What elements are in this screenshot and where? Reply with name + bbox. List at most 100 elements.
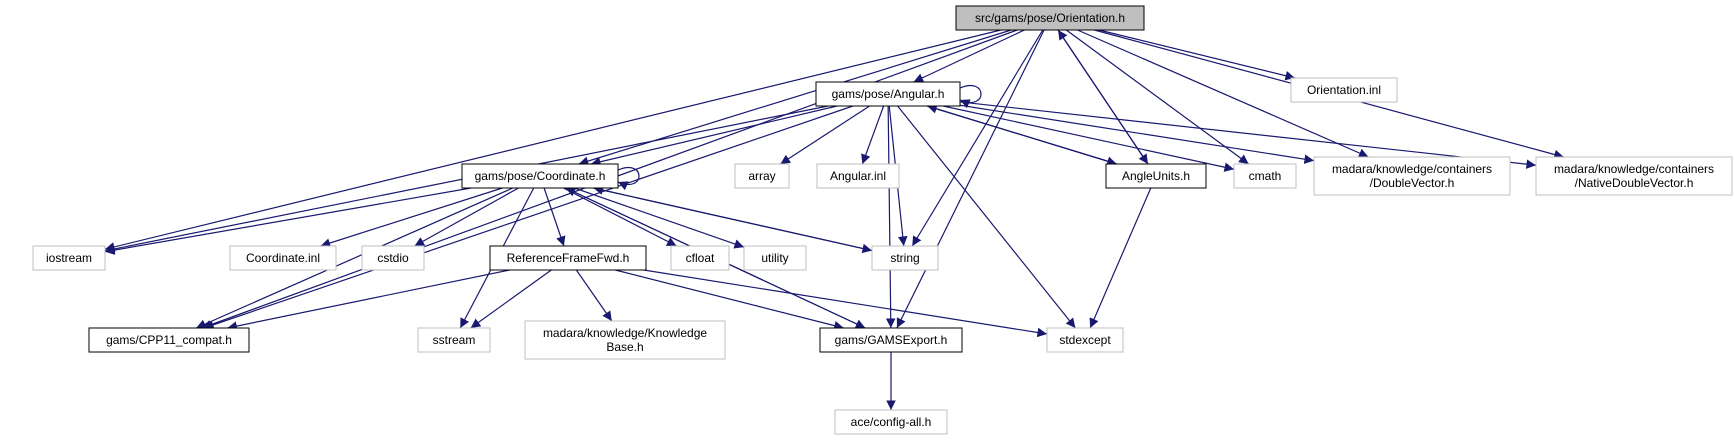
node-label: madara/knowledge/Knowledge (543, 326, 707, 340)
node-box (524, 320, 726, 360)
edge-angular-h-to-gamsexport-h (885, 105, 896, 329)
edge-coordinate-h-to-cpp11-compat-h (195, 187, 514, 329)
node-orientation-h[interactable]: src/gams/pose/Orientation.h (955, 5, 1145, 31)
node-box (229, 245, 337, 271)
node-label: src/gams/pose/Orientation.h (975, 11, 1125, 25)
node-label: Base.h (606, 340, 643, 354)
node-box (819, 327, 963, 353)
node-label: AngleUnits.h (1122, 169, 1190, 183)
edge-referenceframefwd-h-to-knowledgebase-h (575, 269, 613, 322)
node-box (743, 245, 807, 271)
edge-orientation-h-to-cmath (1065, 29, 1250, 165)
node-cfloat: cfloat (670, 245, 730, 271)
node-label: array (748, 169, 775, 183)
node-label: cfloat (686, 251, 715, 265)
node-label: gams/pose/Coordinate.h (475, 169, 606, 183)
edge-angular-h-to-angular-h (959, 85, 982, 109)
node-box (816, 163, 900, 189)
node-angular-inl: Angular.inl (816, 163, 900, 189)
edge-angular-h-to-array (780, 105, 870, 165)
node-angleunits-h[interactable]: AngleUnits.h (1105, 163, 1207, 189)
node-box (88, 327, 250, 353)
edge-orientation-h-to-angular-h (913, 29, 1025, 83)
node-array: array (734, 163, 790, 189)
node-box (1105, 163, 1207, 189)
edge-coordinate-h-to-referenceframefwd-h (543, 187, 566, 247)
node-label: madara/knowledge/containers (1554, 162, 1714, 176)
edge-orientation-h-to-string (911, 29, 1044, 247)
node-label: /NativeDoubleVector.h (1575, 176, 1694, 190)
node-label: sstream (433, 333, 476, 347)
node-cpp11-compat-h[interactable]: gams/CPP11_compat.h (88, 327, 250, 353)
node-label: iostream (46, 251, 92, 265)
node-cmath: cmath (1233, 163, 1297, 189)
node-angular-h[interactable]: gams/pose/Angular.h (815, 81, 961, 107)
node-label: utility (761, 251, 788, 265)
node-label: gams/CPP11_compat.h (106, 333, 232, 347)
edge-referenceframefwd-h-to-sstream (470, 269, 552, 329)
edge-coordinate-h-to-utility (574, 187, 745, 249)
node-orientation-inl: Orientation.inl (1290, 77, 1398, 103)
edge-angular-h-to-doublevector-h (959, 104, 1315, 164)
node-box (1535, 156, 1733, 196)
node-iostream: iostream (32, 245, 106, 271)
node-label: gams/GAMSExport.h (835, 333, 948, 347)
edge-coordinate-h-to-coordinate-inl (320, 187, 503, 248)
node-doublevector-h: madara/knowledge/containers/DoubleVector… (1313, 156, 1511, 196)
nodes-layer: src/gams/pose/Orientation.hOrientation.i… (32, 5, 1733, 435)
node-label: string (890, 251, 919, 265)
node-box (1046, 327, 1124, 353)
node-gamsexport-h[interactable]: gams/GAMSExport.h (819, 327, 963, 353)
edge-coordinate-h-to-cfloat (563, 187, 677, 247)
edge-orientation-h-to-iostream (104, 29, 1002, 252)
node-label: gams/pose/Angular.h (832, 87, 945, 101)
edge-referenceframefwd-h-to-cpp11-compat-h (227, 269, 510, 331)
node-box (1313, 156, 1511, 196)
node-utility: utility (743, 245, 807, 271)
edge-angular-h-to-cmath (943, 105, 1235, 172)
node-label: stdexcept (1059, 333, 1111, 347)
node-label: ace/config-all.h (851, 415, 932, 429)
node-stdexcept: stdexcept (1046, 327, 1124, 353)
node-coordinate-inl: Coordinate.inl (229, 245, 337, 271)
node-config-all-h: ace/config-all.h (834, 409, 948, 435)
node-referenceframefwd-h[interactable]: ReferenceFrameFwd.h (489, 245, 647, 271)
node-box (461, 163, 619, 189)
node-box (417, 327, 491, 353)
node-label: Angular.inl (830, 169, 886, 183)
node-box (361, 245, 425, 271)
node-string: string (871, 245, 939, 271)
node-box (955, 5, 1145, 31)
node-label: Orientation.inl (1307, 83, 1381, 97)
node-box (1233, 163, 1297, 189)
node-label: cstdio (377, 251, 409, 265)
edge-angular-h-to-coordinate-h (590, 105, 838, 167)
node-box (670, 245, 730, 271)
edge-angleunits-h-to-orientation-h (1057, 29, 1149, 165)
node-cstdio: cstdio (361, 245, 425, 271)
node-box (871, 245, 939, 271)
edge-coordinate-h-to-iostream (104, 187, 472, 255)
edge-orientation-h-to-doublevector-h (1077, 29, 1369, 158)
node-box (834, 409, 948, 435)
edge-referenceframefwd-h-to-stdexcept (643, 269, 1048, 338)
node-sstream: sstream (417, 327, 491, 353)
node-label: /DoubleVector.h (1370, 176, 1455, 190)
edge-coordinate-h-to-cstdio (414, 187, 519, 247)
node-box (815, 81, 961, 107)
node-box (1290, 77, 1398, 103)
edge-angular-h-to-angular-inl (861, 105, 885, 165)
edge-string-to-coordinate-h (593, 185, 873, 252)
edge-orientation-h-to-orientation-inl (1098, 29, 1296, 81)
edge-angular-h-to-cpp11-compat-h (203, 105, 854, 330)
node-coordinate-h[interactable]: gams/pose/Coordinate.h (461, 163, 619, 189)
node-label: cmath (1249, 169, 1282, 183)
edge-angleunits-h-to-stdexcept (1089, 187, 1152, 329)
node-label: Coordinate.inl (246, 251, 320, 265)
node-box (489, 245, 647, 271)
node-nativedoublevector-h: madara/knowledge/containers/NativeDouble… (1535, 156, 1733, 196)
node-label: madara/knowledge/containers (1332, 162, 1492, 176)
edge-angleunits-h-to-angular-h (927, 104, 1117, 165)
